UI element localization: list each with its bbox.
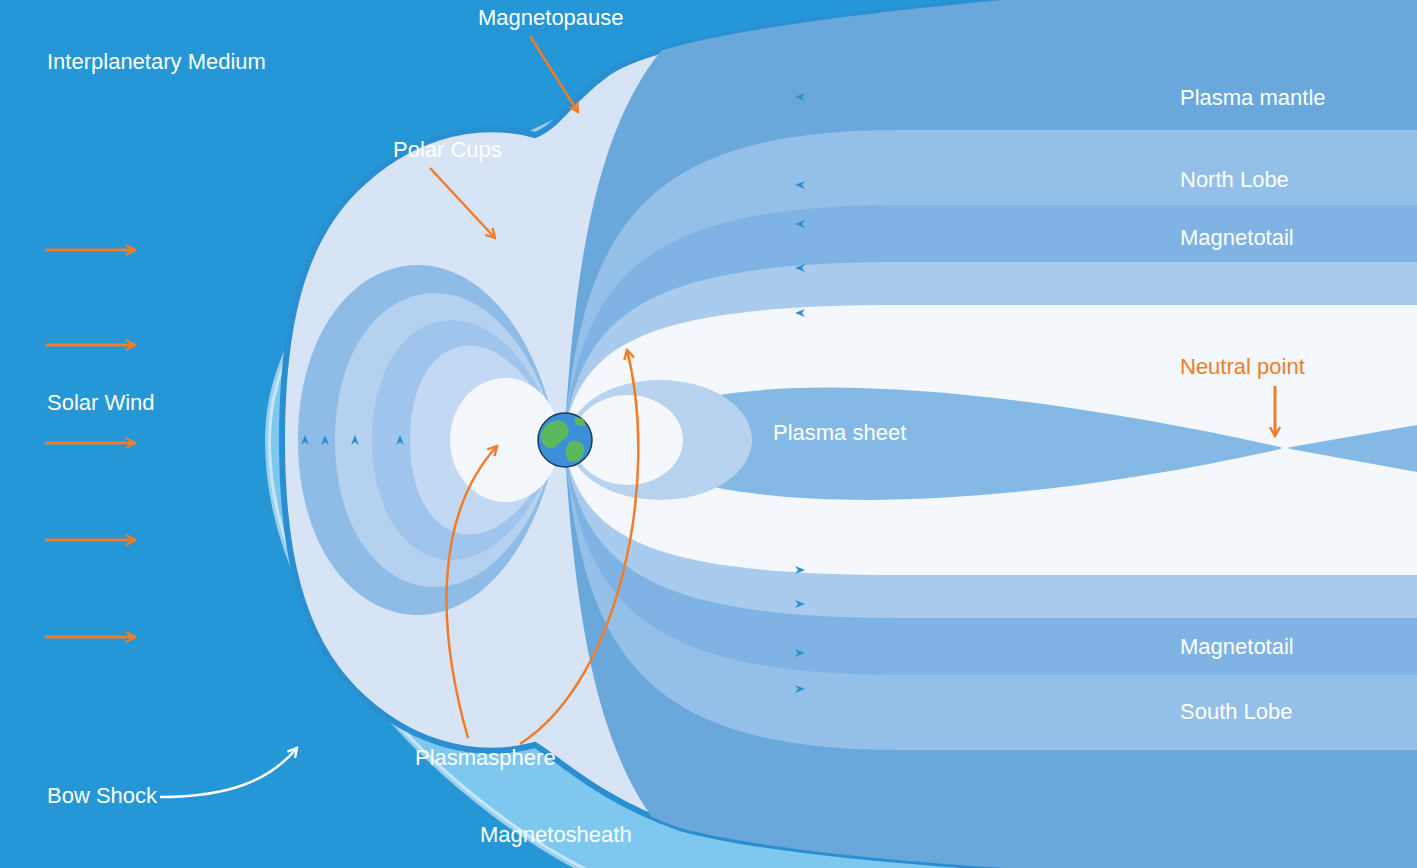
solar-wind-arrow [45, 539, 135, 542]
part-label: Magnetotail [1180, 633, 1294, 661]
part-label: Plasmasphere [415, 744, 556, 772]
solar-wind-arrow [45, 442, 135, 445]
field-direction-ticks [301, 93, 805, 693]
nightside-loop [568, 380, 752, 500]
part-label: North Lobe [1180, 166, 1289, 194]
callout-arrows [45, 36, 1275, 797]
leader-arrow [1274, 386, 1277, 436]
solar-wind-arrow [45, 636, 135, 639]
direction-tick [351, 435, 359, 445]
neutral-point-cross [1255, 430, 1315, 466]
leader-arrow [430, 168, 495, 238]
leader-arrow [447, 446, 497, 738]
direction-tick [795, 685, 805, 693]
direction-tick [795, 600, 805, 608]
part-label: Bow Shock [47, 782, 157, 810]
part-label: Polar Cups [393, 136, 502, 164]
solar-wind-arrow [45, 344, 135, 347]
part-label: Plasma mantle [1180, 84, 1326, 112]
direction-tick [795, 649, 805, 657]
direction-tick [396, 435, 404, 445]
north-lobe-band [565, 0, 1417, 440]
direction-tick [795, 264, 805, 272]
direction-tick [795, 93, 805, 101]
part-label: Solar Wind [47, 389, 155, 417]
leader-arrow [520, 350, 638, 744]
part-label: South Lobe [1180, 698, 1293, 726]
part-label: Interplanetary Medium [47, 48, 266, 76]
direction-tick [795, 220, 805, 228]
direction-tick [795, 181, 805, 189]
part-label: Magnetopause [478, 4, 624, 32]
direction-tick [795, 566, 805, 574]
direction-tick [795, 309, 805, 317]
part-label: Magnetosheath [480, 821, 632, 849]
south-lobe-band [565, 440, 1417, 868]
tail-lobes [565, 0, 1417, 868]
part-label: Neutral point [1180, 353, 1305, 381]
plasma-sheet-tail [1285, 425, 1417, 472]
part-label: Magnetotail [1180, 224, 1294, 252]
leader-arrow [160, 748, 297, 797]
leader-arrow [530, 36, 578, 112]
part-label: Plasma sheet [773, 419, 906, 447]
earth-icon [538, 413, 592, 467]
direction-tick [321, 435, 329, 445]
direction-tick [301, 435, 309, 445]
solar-wind-arrow [45, 249, 135, 252]
